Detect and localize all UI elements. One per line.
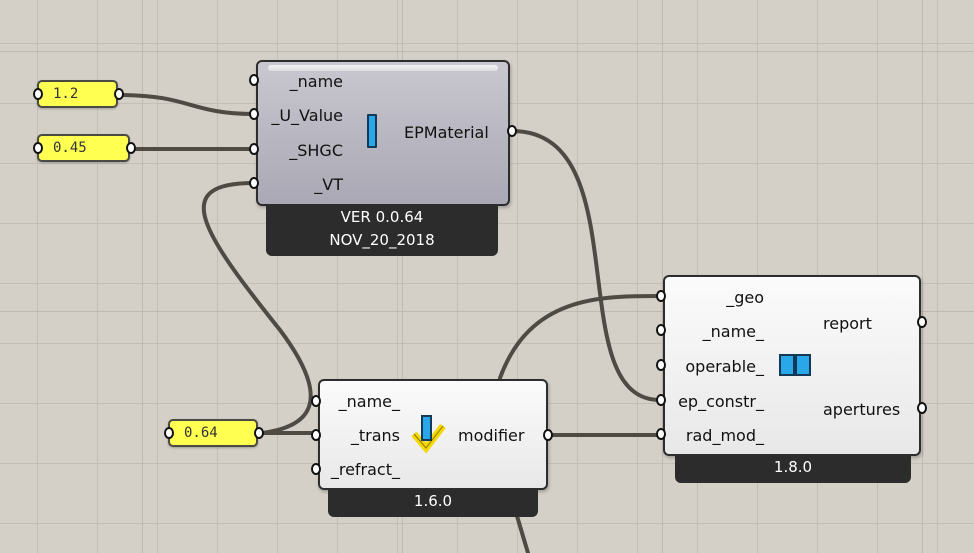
output-label-modifier: modifier	[458, 426, 525, 445]
input-label-name: _name_	[338, 392, 400, 411]
input-port-trans[interactable]	[311, 429, 321, 441]
number-panel-u-value[interactable]: 1.2	[37, 80, 118, 108]
input-label-shgc: _SHGC	[289, 141, 343, 160]
wire-vt-to-trans	[201, 181, 313, 435]
panel-output-port[interactable]	[114, 88, 124, 100]
output-port-epmaterial[interactable]	[507, 125, 517, 137]
panel-input-port[interactable]	[33, 142, 43, 154]
panel-value: 0.45	[53, 140, 87, 156]
output-port-apertures[interactable]	[917, 402, 927, 414]
input-port-shgc[interactable]	[249, 143, 259, 155]
input-label-operable: operable_	[685, 357, 764, 376]
panel-input-port[interactable]	[164, 427, 174, 439]
input-label-rad-mod: rad_mod_	[685, 426, 764, 445]
aperture-window-icon	[779, 354, 813, 376]
output-port-report[interactable]	[917, 316, 927, 328]
input-port-ep-constr[interactable]	[656, 394, 666, 406]
input-label-ep-constr: ep_constr_	[678, 392, 764, 411]
input-port-name[interactable]	[311, 395, 321, 407]
input-label-name: _name_	[702, 322, 764, 341]
number-panel-shgc[interactable]: 0.45	[37, 134, 130, 162]
input-label-vt: _VT	[314, 175, 343, 194]
input-label-trans: _trans	[350, 426, 400, 445]
input-port-operable[interactable]	[656, 359, 666, 371]
input-port-vt[interactable]	[249, 177, 259, 189]
version-text: VER 0.0.64	[340, 208, 424, 226]
input-label-geo: _geo	[726, 288, 764, 307]
input-port-u-value[interactable]	[249, 108, 259, 120]
epmaterial-version-footer: VER 0.0.64 NOV_20_2018	[266, 205, 498, 256]
panel-value: 1.2	[53, 86, 79, 102]
wire-epmaterial-to-constr	[510, 129, 662, 402]
input-label-refract: _refract_	[330, 460, 400, 479]
aperture-version-footer: 1.8.0	[675, 456, 911, 483]
input-label-u-value: _U_Value	[271, 106, 343, 125]
version-text: 1.8.0	[773, 458, 813, 476]
modifier-version-footer: 1.6.0	[328, 490, 538, 517]
number-panel-trans[interactable]: 0.64	[168, 419, 258, 447]
date-text: NOV_20_2018	[329, 231, 435, 249]
input-port-geo[interactable]	[656, 290, 666, 302]
input-port-refract[interactable]	[311, 463, 321, 475]
component-top-strip	[268, 65, 498, 71]
glass-modifier-icon	[411, 415, 446, 454]
output-label-epmaterial: EPMaterial	[404, 123, 489, 142]
panel-output-port[interactable]	[126, 142, 136, 154]
output-port-modifier[interactable]	[543, 429, 553, 441]
input-port-name[interactable]	[249, 74, 259, 86]
version-text: 1.6.0	[413, 492, 453, 510]
aperture-component[interactable]: _geo _name_ operable_ ep_constr_ rad_mod…	[663, 275, 921, 456]
panel-output-port[interactable]	[254, 427, 264, 439]
panel-input-port[interactable]	[33, 88, 43, 100]
input-label-name: _name	[289, 72, 343, 91]
window-bar-icon	[367, 114, 377, 148]
epmaterial-component[interactable]: _name _U_Value _SHGC _VT EPMaterial	[256, 60, 510, 206]
panel-value: 0.64	[184, 425, 218, 441]
input-port-rad-mod[interactable]	[656, 428, 666, 440]
output-label-report: report	[823, 314, 872, 333]
input-port-name[interactable]	[656, 324, 666, 336]
modifier-component[interactable]: _name_ _trans _refract_ modifier	[318, 379, 548, 490]
output-label-apertures: apertures	[823, 400, 901, 419]
wire-modifier-down	[515, 514, 530, 553]
wire-uvalue	[118, 93, 256, 116]
wire-geo	[498, 294, 662, 380]
